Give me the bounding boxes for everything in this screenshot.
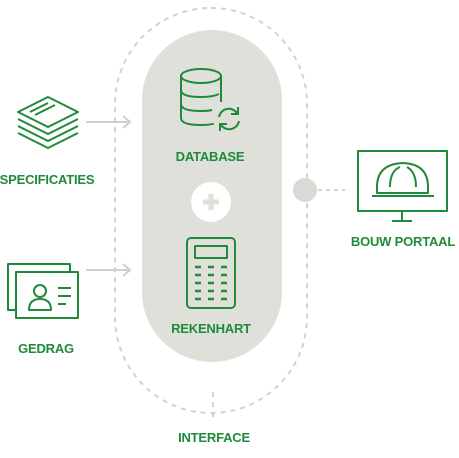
layers-stack-icon — [17, 96, 79, 149]
calculator-icon — [186, 237, 236, 309]
gedrag-arrow — [86, 263, 132, 277]
specificaties-arrow — [86, 115, 132, 129]
database-sync-icon — [180, 68, 245, 135]
plus-icon — [191, 182, 231, 222]
bouw-portaal-label: BOUW PORTAAL — [351, 234, 455, 249]
gedrag-label: GEDRAG — [18, 341, 74, 356]
specificaties-label: SPECIFICATIES — [0, 172, 95, 187]
database-label: DATABASE — [176, 149, 245, 164]
monitor-hardhat-icon — [357, 150, 448, 222]
interface-boundary — [114, 7, 308, 414]
interface-label: INTERFACE — [178, 430, 250, 445]
portaal-connector-dot — [293, 178, 317, 202]
rekenhart-label: REKENHART — [171, 321, 251, 336]
id-cards-icon — [7, 263, 79, 319]
